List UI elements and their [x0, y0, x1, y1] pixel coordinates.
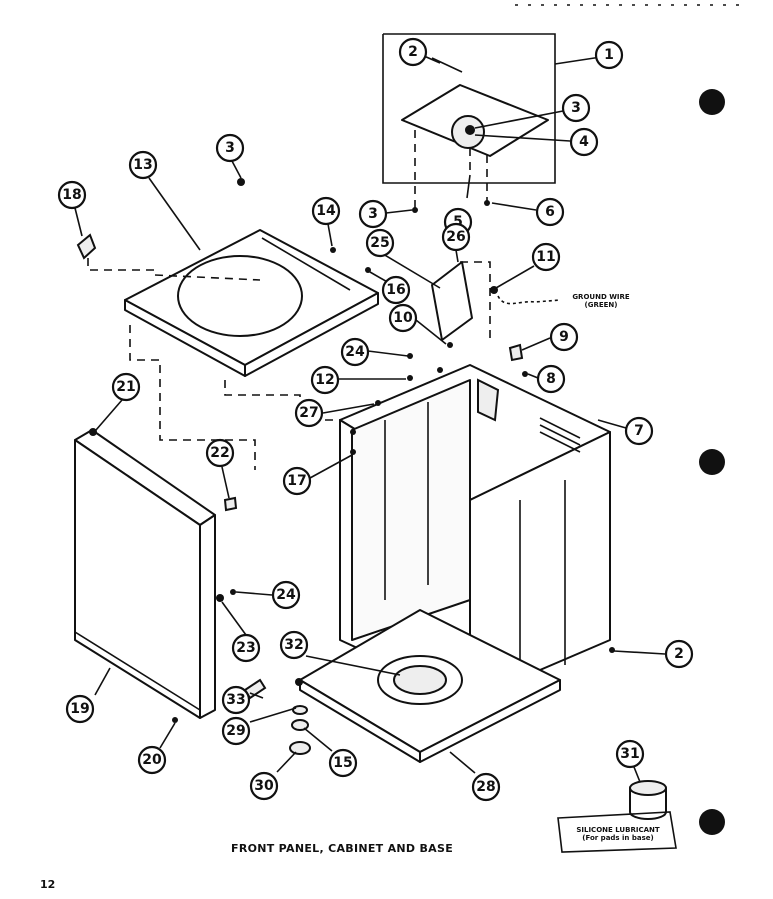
callout-21: 21: [111, 372, 141, 402]
callout-29: 29: [221, 716, 251, 746]
svg-text:12: 12: [315, 372, 334, 388]
svg-text:2: 2: [408, 44, 418, 60]
svg-text:18: 18: [62, 187, 81, 203]
callout-7: 7: [624, 416, 654, 446]
cabinet-top: [124, 178, 379, 377]
callout-10: 10: [388, 303, 418, 333]
callout-3b: 3: [358, 199, 388, 229]
svg-text:23: 23: [236, 640, 255, 656]
callout-25: 25: [365, 228, 395, 258]
callout-20: 20: [137, 745, 167, 775]
svg-text:22: 22: [210, 445, 229, 461]
svg-text:6: 6: [545, 204, 555, 220]
callout-1: 1: [594, 40, 624, 70]
svg-text:25: 25: [370, 235, 389, 251]
figure-caption: FRONT PANEL, CABINET AND BASE: [231, 842, 454, 855]
lubricant-note: SILICONE LUBRICANT (For pads in base): [563, 826, 673, 842]
callout-6: 6: [535, 197, 565, 227]
callout-19: 19: [65, 694, 95, 724]
callout-24b: 24: [271, 580, 301, 610]
ground-wire-note: GROUND WIRE (GREEN): [556, 293, 646, 309]
bracket-25: [431, 261, 491, 341]
hinge-bracket: [76, 233, 261, 281]
ground-wire-line2: (GREEN): [584, 301, 618, 309]
svg-text:1: 1: [604, 47, 614, 63]
svg-text:14: 14: [316, 203, 336, 219]
callout-33: 33: [221, 685, 251, 715]
callout-13: 13: [128, 150, 158, 180]
lubricant-line1: SILICONE LUBRICANT: [576, 826, 660, 834]
svg-text:29: 29: [226, 723, 245, 739]
guide-lines: [129, 325, 256, 470]
svg-text:28: 28: [476, 779, 495, 795]
svg-text:5: 5: [453, 214, 463, 230]
callout-23: 23: [231, 633, 261, 663]
callout-12: 12: [310, 365, 340, 395]
callout-11: 11: [531, 242, 561, 272]
svg-text:3: 3: [571, 100, 581, 116]
cabinet-base: [299, 609, 561, 763]
callout-3c: 3: [215, 133, 245, 163]
svg-text:17: 17: [287, 473, 306, 489]
callout-17: 17: [282, 466, 312, 496]
svg-text:7: 7: [634, 423, 644, 439]
svg-text:3: 3: [368, 206, 378, 222]
svg-text:24: 24: [345, 344, 365, 360]
lubricant-line2: (For pads in base): [582, 834, 654, 842]
svg-text:10: 10: [393, 310, 413, 326]
svg-text:24: 24: [276, 587, 296, 603]
callout-8: 8: [536, 364, 566, 394]
svg-text:8: 8: [546, 371, 556, 387]
svg-text:4: 4: [579, 134, 589, 150]
ground-wire-line1: GROUND WIRE: [572, 293, 630, 301]
cabinet-body: [339, 364, 611, 701]
svg-text:26: 26: [446, 229, 465, 245]
callout-4: 4: [569, 127, 599, 157]
callout-26: 26: [441, 222, 471, 252]
callout-18: 18: [57, 180, 87, 210]
callout-3: 3: [561, 93, 591, 123]
scan-marks: [515, 4, 740, 835]
svg-text:16: 16: [386, 282, 405, 298]
callout-27: 27: [294, 398, 324, 428]
callout-24: 24: [340, 337, 370, 367]
callout-9: 9: [549, 322, 579, 352]
svg-text:20: 20: [142, 752, 162, 768]
svg-text:11: 11: [536, 249, 555, 265]
front-panel: [74, 429, 216, 719]
svg-text:31: 31: [620, 746, 639, 762]
control-cover-assembly: [382, 33, 556, 213]
svg-text:13: 13: [133, 157, 152, 173]
page-number: 12: [40, 878, 56, 891]
svg-text:2: 2: [674, 646, 684, 662]
callout-28: 28: [471, 772, 501, 802]
callout-32: 32: [279, 630, 309, 660]
svg-text:30: 30: [254, 778, 274, 794]
svg-text:9: 9: [559, 329, 569, 345]
svg-text:33: 33: [226, 692, 245, 708]
silicone-lubricant-can: [557, 780, 677, 853]
callout-30: 30: [249, 771, 279, 801]
svg-text:15: 15: [333, 755, 352, 771]
svg-text:3: 3: [225, 140, 235, 156]
callout-2: 2: [398, 37, 428, 67]
callout-14: 14: [311, 196, 341, 226]
svg-text:32: 32: [284, 637, 303, 653]
callout-22: 22: [205, 438, 235, 468]
callout-31: 31: [615, 739, 645, 769]
callout-2b: 2: [664, 639, 694, 669]
leader-lines: [74, 55, 666, 783]
callout-16: 16: [381, 275, 411, 305]
svg-text:21: 21: [116, 379, 135, 395]
callout-15: 15: [328, 748, 358, 778]
svg-text:19: 19: [70, 701, 89, 717]
svg-text:27: 27: [299, 405, 318, 421]
